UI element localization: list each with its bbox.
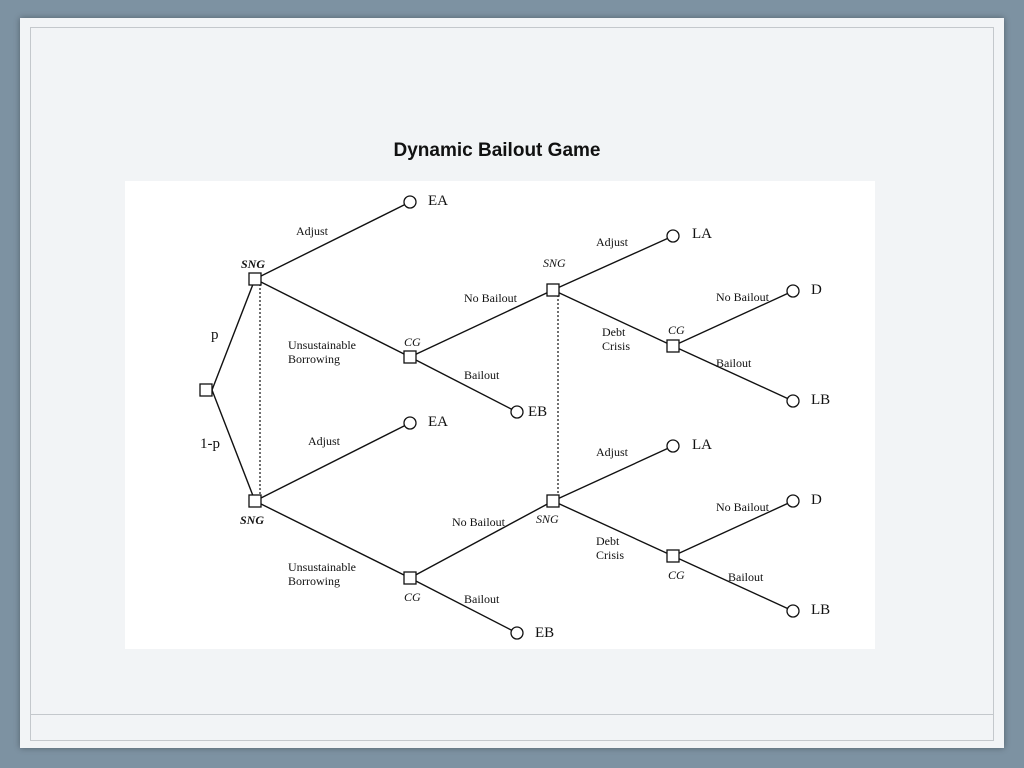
move-borrowing-lower: Borrowing xyxy=(288,574,340,588)
move-no-bailout-upper: No Bailout xyxy=(464,291,518,305)
edge-p xyxy=(211,278,256,391)
edge-borrowing-upper xyxy=(254,278,411,358)
cg-node-upper-late xyxy=(666,339,680,353)
terminal-d-lower xyxy=(786,494,800,508)
terminal-ea-lower xyxy=(403,416,417,430)
edge-adjust-upper-late xyxy=(552,235,674,291)
outcome-eb-lower: EB xyxy=(535,625,554,641)
outcome-la-lower: LA xyxy=(692,437,712,453)
move-unsustainable-lower: Unsustainable xyxy=(288,560,356,574)
edge-no-bailout-upper-late xyxy=(672,290,794,347)
edge-no-bailout-lower-late xyxy=(672,500,794,557)
move-adjust-upper: Adjust xyxy=(296,224,329,238)
move-adjust-lower: Adjust xyxy=(308,434,341,448)
player-label-cg-lower: CG xyxy=(404,590,421,604)
move-no-bailout-lower: No Bailout xyxy=(452,515,506,529)
terminal-lb-upper xyxy=(786,394,800,408)
move-bailout-lower: Bailout xyxy=(464,592,500,606)
edge-no-bailout-upper xyxy=(409,289,554,358)
move-bailout-upper-late: Bailout xyxy=(716,356,752,370)
terminal-la-lower xyxy=(666,439,680,453)
move-debt-upper: Debt xyxy=(602,325,626,339)
slide-frame xyxy=(30,27,994,741)
outcome-d-upper: D xyxy=(811,282,822,298)
player-label-sng-lower-late: SNG xyxy=(536,512,559,526)
sng-node-upper-late xyxy=(546,283,560,297)
move-adjust-lower-late: Adjust xyxy=(596,445,629,459)
move-debt-lower: Debt xyxy=(596,534,620,548)
edge-bailout-lower-late xyxy=(672,555,794,612)
sng-node-lower-late xyxy=(546,494,560,508)
slide: Dynamic Bailout Game xyxy=(20,18,1004,748)
footer-divider xyxy=(30,714,994,715)
player-label-sng-upper: SNG xyxy=(241,257,265,271)
outcome-lb-upper: LB xyxy=(811,392,830,408)
outcome-d-lower: D xyxy=(811,492,822,508)
prob-p-label: p xyxy=(211,327,219,343)
outcome-ea-upper: EA xyxy=(428,193,448,209)
outcome-eb-upper: EB xyxy=(528,404,547,420)
edge-adjust-lower xyxy=(254,422,411,502)
terminal-eb-upper xyxy=(510,405,524,419)
move-no-bailout-upper-late: No Bailout xyxy=(716,290,770,304)
edge-bailout-lower xyxy=(409,577,518,634)
move-unsustainable-upper: Unsustainable xyxy=(288,338,356,352)
move-adjust-upper-late: Adjust xyxy=(596,235,629,249)
edge-adjust-upper xyxy=(254,201,411,280)
edge-debt-crisis-upper xyxy=(552,289,674,347)
edge-debt-crisis-lower xyxy=(552,500,674,557)
sng-node-lower xyxy=(248,494,262,508)
player-label-sng-lower: SNG xyxy=(240,513,264,527)
cg-node-lower xyxy=(403,571,417,585)
edge-borrowing-lower xyxy=(254,500,411,579)
player-label-cg-upper-late: CG xyxy=(668,323,685,337)
move-borrowing-upper: Borrowing xyxy=(288,352,340,366)
sng-node-upper xyxy=(248,272,262,286)
terminal-la-upper xyxy=(666,229,680,243)
cg-node-upper xyxy=(403,350,417,364)
edge-bailout-upper xyxy=(409,356,518,413)
terminal-lb-lower xyxy=(786,604,800,618)
outcome-ea-lower: EA xyxy=(428,414,448,430)
player-label-cg-upper: CG xyxy=(404,335,421,349)
cg-node-lower-late xyxy=(666,549,680,563)
player-label-cg-lower-late: CG xyxy=(668,568,685,582)
prob-1-p-label: 1-p xyxy=(200,436,220,452)
game-tree-diagram: p 1-p SNG SNG CG CG SNG SNG CG CG Adjust… xyxy=(199,193,830,641)
terminal-eb-lower xyxy=(510,626,524,640)
move-no-bailout-lower-late: No Bailout xyxy=(716,500,770,514)
root-node xyxy=(199,383,213,397)
outcome-lb-lower: LB xyxy=(811,602,830,618)
player-label-sng-upper-late: SNG xyxy=(543,256,566,270)
move-crisis-lower: Crisis xyxy=(596,548,624,562)
terminal-ea-upper xyxy=(403,195,417,209)
edge-adjust-lower-late xyxy=(552,445,674,502)
edge-no-bailout-lower xyxy=(409,500,554,579)
move-bailout-lower-late: Bailout xyxy=(728,570,764,584)
slide-title: Dynamic Bailout Game xyxy=(393,140,601,161)
terminal-d-upper xyxy=(786,284,800,298)
edge-bailout-upper-late xyxy=(672,345,794,402)
move-bailout-upper: Bailout xyxy=(464,368,500,382)
game-tree-panel xyxy=(125,181,875,649)
move-crisis-upper: Crisis xyxy=(602,339,630,353)
outcome-la-upper: LA xyxy=(692,226,712,242)
edge-1-p xyxy=(211,389,256,502)
